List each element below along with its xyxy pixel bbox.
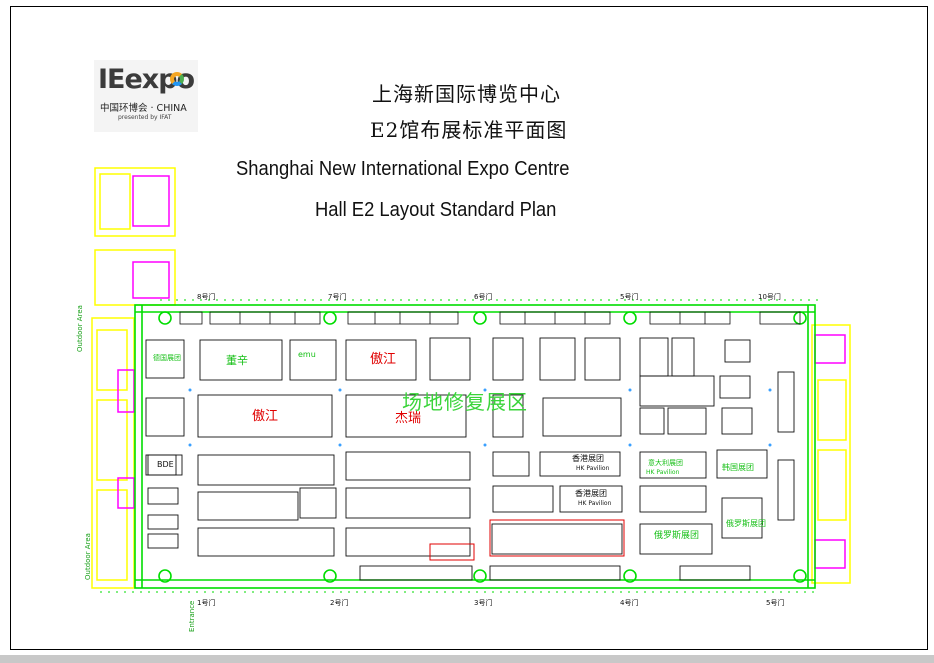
booth-label: 董辛 [226, 354, 248, 367]
booth-label: 杰瑞 [395, 411, 422, 426]
outdoor-area-label: Outdoor Area [76, 305, 84, 352]
gate-label: 7号门 [328, 293, 347, 301]
booth-label: 傲江 [252, 409, 279, 424]
gate-label: 2号门 [330, 599, 349, 607]
booth-label: HK Pavilion [646, 469, 680, 476]
gate-label: 1号门 [197, 599, 216, 607]
title-chinese-plan: E2馆布展标准平面图 [370, 118, 568, 142]
booth-label: BDE [157, 460, 174, 469]
bottom-strip [0, 655, 934, 663]
booth-label: 德国展团 [153, 354, 181, 362]
gate-label: 4号门 [620, 599, 639, 607]
ieexpo-logo: IEexpo 中国环博会 · CHINA presented by IFAT [94, 60, 198, 132]
logo-presented: presented by IFAT [118, 114, 172, 121]
logo-ring-icon [170, 72, 184, 86]
gate-label: 8号门 [197, 293, 216, 301]
gate-label: 3号门 [474, 599, 493, 607]
booth-label: 韩国展团 [722, 463, 754, 472]
annex-highlights [117, 175, 170, 509]
title-english: Shanghai New International Expo Centre [236, 158, 570, 180]
booth-label: 意大利展团 [648, 459, 683, 467]
gate-label: 5号门 [620, 293, 639, 301]
booth-label: HK Pavilion [576, 465, 610, 472]
booth-label: 俄罗斯展团 [654, 531, 700, 541]
entrance-label: Entrance [188, 600, 196, 632]
booth-label: 香港展团 [572, 454, 604, 463]
gate-label: 10号门 [758, 293, 781, 301]
booths-top-row [179, 311, 801, 325]
title-english-plan: Hall E2 Layout Standard Plan [315, 199, 557, 221]
booth-label: 傲江 [370, 352, 397, 367]
booth-blocks [145, 337, 795, 581]
annex-right [811, 324, 851, 584]
gate-label: 6号门 [474, 293, 493, 301]
booth-label: 香港展团 [575, 489, 607, 498]
booth-label: 俄罗斯展团 [726, 519, 766, 528]
restoration-area-label: 场地修复展区 [402, 390, 528, 414]
title-chinese: 上海新国际博览中心 [372, 82, 561, 106]
map-frame [10, 6, 928, 650]
booth-label: HK Pavilion [578, 500, 612, 507]
gate-label: 5号门 [766, 599, 785, 607]
hall-outline [134, 304, 816, 589]
booth-label: emu [298, 350, 316, 359]
logo-subtitle: 中国环博会 · CHINA [100, 103, 187, 114]
outdoor-area-label: Outdoor Area [84, 533, 92, 580]
